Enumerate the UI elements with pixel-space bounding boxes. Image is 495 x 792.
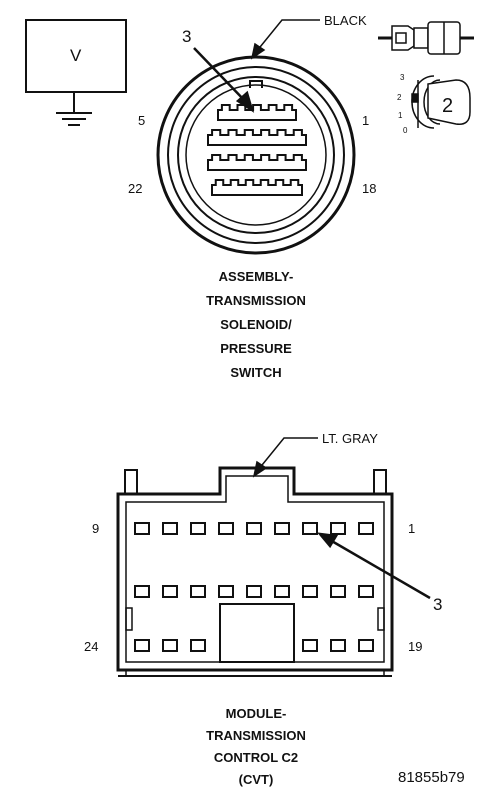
- pin-cavity: [134, 639, 150, 652]
- dial-scale-0: 0: [403, 126, 408, 135]
- probe-icon: [378, 21, 474, 55]
- bottom-callout-arrow: [317, 532, 431, 600]
- top-pin-5: 5: [138, 113, 145, 128]
- pin-cavity: [218, 585, 234, 598]
- pin-cavity: [302, 639, 318, 652]
- tool-number: 2: [442, 95, 453, 117]
- terminal-row: [207, 129, 307, 146]
- top-caption-line-3: SOLENOID/: [220, 317, 292, 332]
- dial-scale-1: 1: [398, 111, 403, 120]
- top-callout-number: 3: [182, 27, 191, 46]
- top-caption: ASSEMBLY- TRANSMISSION SOLENOID/ PRESSUR…: [206, 269, 306, 380]
- pin-cavity: [330, 639, 346, 652]
- top-pin-1: 1: [362, 113, 369, 128]
- pin-cavity: [274, 522, 290, 535]
- top-callout-arrow: [193, 47, 255, 113]
- pin-cavity: [246, 522, 262, 535]
- pin-cavity: [218, 522, 234, 535]
- terminal-row: [217, 104, 297, 121]
- top-caption-line-4: PRESSURE: [220, 341, 292, 356]
- bottom-callout-number: 3: [433, 595, 442, 614]
- pin-cavity: [302, 585, 318, 598]
- pin-cavity: [330, 585, 346, 598]
- dial-scale-3: 3: [400, 73, 405, 82]
- top-caption-line-2: TRANSMISSION: [206, 293, 306, 308]
- pin-cavity: [190, 639, 206, 652]
- bottom-caption-line-4: (CVT): [239, 772, 274, 787]
- pin-cavity: [162, 522, 178, 535]
- voltmeter-label: V: [70, 46, 82, 65]
- pin-cavity: [190, 585, 206, 598]
- module-pin-cavities: [134, 522, 374, 652]
- black-leader: [250, 19, 320, 60]
- terminal-row: [207, 154, 307, 171]
- top-caption-line-1: ASSEMBLY-: [219, 269, 294, 284]
- bottom-pin-19: 19: [408, 639, 422, 654]
- pin-cavity: [162, 585, 178, 598]
- dial-gauge-icon: [411, 75, 471, 129]
- bottom-caption-line-3: CONTROL C2: [214, 750, 298, 765]
- terminal-row: [211, 179, 303, 196]
- pin-cavity: [330, 522, 346, 535]
- pin-cavity: [190, 522, 206, 535]
- top-color-label: BLACK: [324, 13, 367, 28]
- figure-id: 81855b79: [398, 769, 465, 786]
- pin-cavity: [134, 522, 150, 535]
- top-pin-18: 18: [362, 181, 376, 196]
- solenoid-connector: [156, 55, 356, 255]
- pin-cavity: [358, 522, 374, 535]
- pin-cavity: [246, 585, 262, 598]
- module-connector: [116, 466, 394, 677]
- dial-scale-2: 2: [397, 93, 402, 102]
- pin-cavity: [358, 639, 374, 652]
- pin-cavity: [162, 639, 178, 652]
- bottom-pin-1: 1: [408, 521, 415, 536]
- bottom-pin-24: 24: [84, 639, 98, 654]
- bottom-caption-line-2: TRANSMISSION: [206, 728, 306, 743]
- pin-cavity: [302, 522, 318, 535]
- bottom-color-label: LT. GRAY: [322, 431, 378, 446]
- voltmeter-symbol: [25, 19, 127, 126]
- gray-leader: [252, 437, 318, 478]
- pin-cavity: [358, 585, 374, 598]
- top-caption-line-5: SWITCH: [230, 365, 281, 380]
- pin-cavity: [274, 585, 290, 598]
- top-pin-22: 22: [128, 181, 142, 196]
- bottom-caption-line-1: MODULE-: [226, 706, 287, 721]
- bottom-caption: MODULE- TRANSMISSION CONTROL C2 (CVT): [206, 706, 306, 787]
- bottom-pin-9: 9: [92, 521, 99, 536]
- terminal-cavities: [207, 104, 307, 196]
- pin-cavity: [134, 585, 150, 598]
